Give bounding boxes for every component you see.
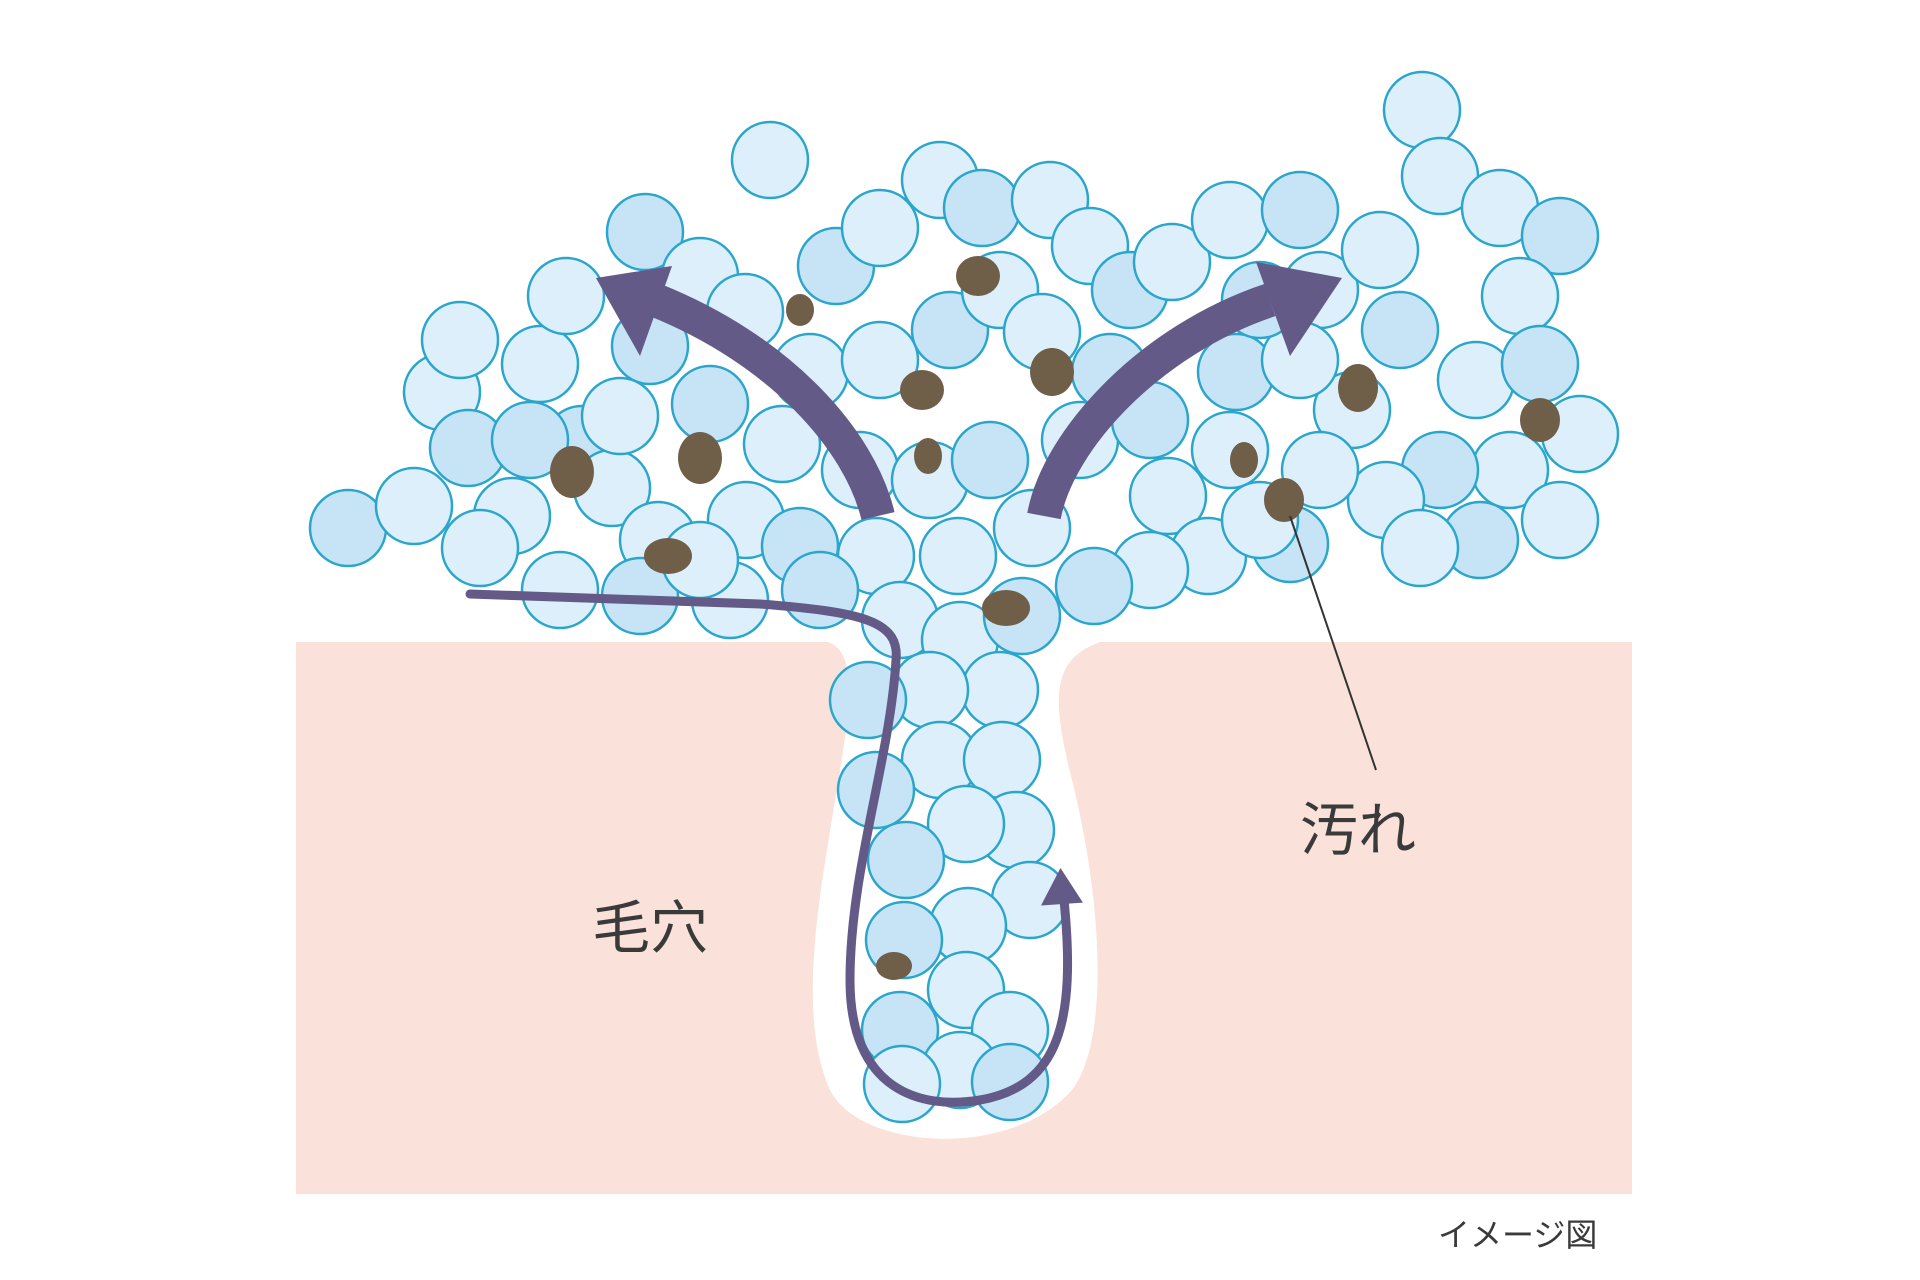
foam-bubble xyxy=(1190,180,1270,260)
foam-bubble xyxy=(520,550,600,630)
foam-bubble xyxy=(580,376,660,456)
dirt-particle xyxy=(550,446,594,498)
foam-bubble xyxy=(970,1042,1050,1122)
arrow-right-up xyxy=(1027,283,1276,520)
foam-bubble xyxy=(605,192,685,272)
arrow-right-head xyxy=(1256,262,1342,356)
flow-line xyxy=(465,589,1073,1107)
foam-bubble xyxy=(1132,222,1212,302)
foam-bubble xyxy=(1500,324,1580,404)
foam-bubble xyxy=(1520,480,1600,560)
foam-bubble xyxy=(500,324,580,404)
arrow-left-up xyxy=(648,284,895,521)
dirt-particle xyxy=(900,370,944,410)
pore-label: 毛穴 xyxy=(592,894,708,962)
foam-bubble xyxy=(308,488,388,568)
foam-bubble xyxy=(866,820,946,900)
foam-bubble xyxy=(918,516,998,596)
foam-bubble xyxy=(1360,290,1440,370)
foam-bubble xyxy=(942,168,1022,248)
caption-label: イメージ図 xyxy=(1438,1216,1597,1254)
dirt-label: 汚れ xyxy=(1300,796,1416,864)
dirt-particle xyxy=(876,952,912,980)
foam-bubble xyxy=(1382,70,1462,150)
foam-bubble xyxy=(926,784,1006,864)
dirt-particle xyxy=(1520,398,1560,442)
dirt-particle xyxy=(1030,348,1074,396)
dirt-particle xyxy=(1338,364,1378,412)
foam-bubble xyxy=(1520,196,1600,276)
dirt-particle xyxy=(644,538,692,574)
arrow-left-head xyxy=(596,266,672,356)
dirt-particle xyxy=(914,438,942,474)
foam-bubble xyxy=(440,508,520,588)
dirt-particle xyxy=(956,256,1000,296)
foam-bubble xyxy=(1380,508,1460,588)
foam-bubble xyxy=(420,300,500,380)
foam-bubble xyxy=(840,188,920,268)
foam-bubble xyxy=(840,320,920,400)
foam-bubble xyxy=(862,1044,942,1124)
foam-bubble xyxy=(670,364,750,444)
dirt-particle xyxy=(982,590,1030,626)
dirt-leader-line xyxy=(1289,515,1377,771)
foam-bubble xyxy=(526,256,606,336)
foam-bubble xyxy=(1190,410,1270,490)
foam-bubble xyxy=(742,404,822,484)
foam-bubble xyxy=(950,420,1030,500)
dirt-particle xyxy=(786,294,814,326)
flow-line-head xyxy=(1041,868,1083,906)
foam-bubble xyxy=(1340,210,1420,290)
dirt-particle xyxy=(1230,442,1258,478)
dirt-particle xyxy=(1264,478,1304,522)
dirt-particle xyxy=(678,432,722,484)
foam-bubble xyxy=(1054,546,1134,626)
foam-bubble xyxy=(490,400,570,480)
foam-bubble xyxy=(730,120,810,200)
foam-bubble xyxy=(1260,170,1340,250)
foam-bubble xyxy=(1128,456,1208,536)
foam-bubble xyxy=(1480,256,1560,336)
flow-arrows xyxy=(465,262,1342,1107)
foam-bubble xyxy=(960,650,1040,730)
dirt-particles xyxy=(550,256,1560,980)
foam-bubble xyxy=(374,466,454,546)
